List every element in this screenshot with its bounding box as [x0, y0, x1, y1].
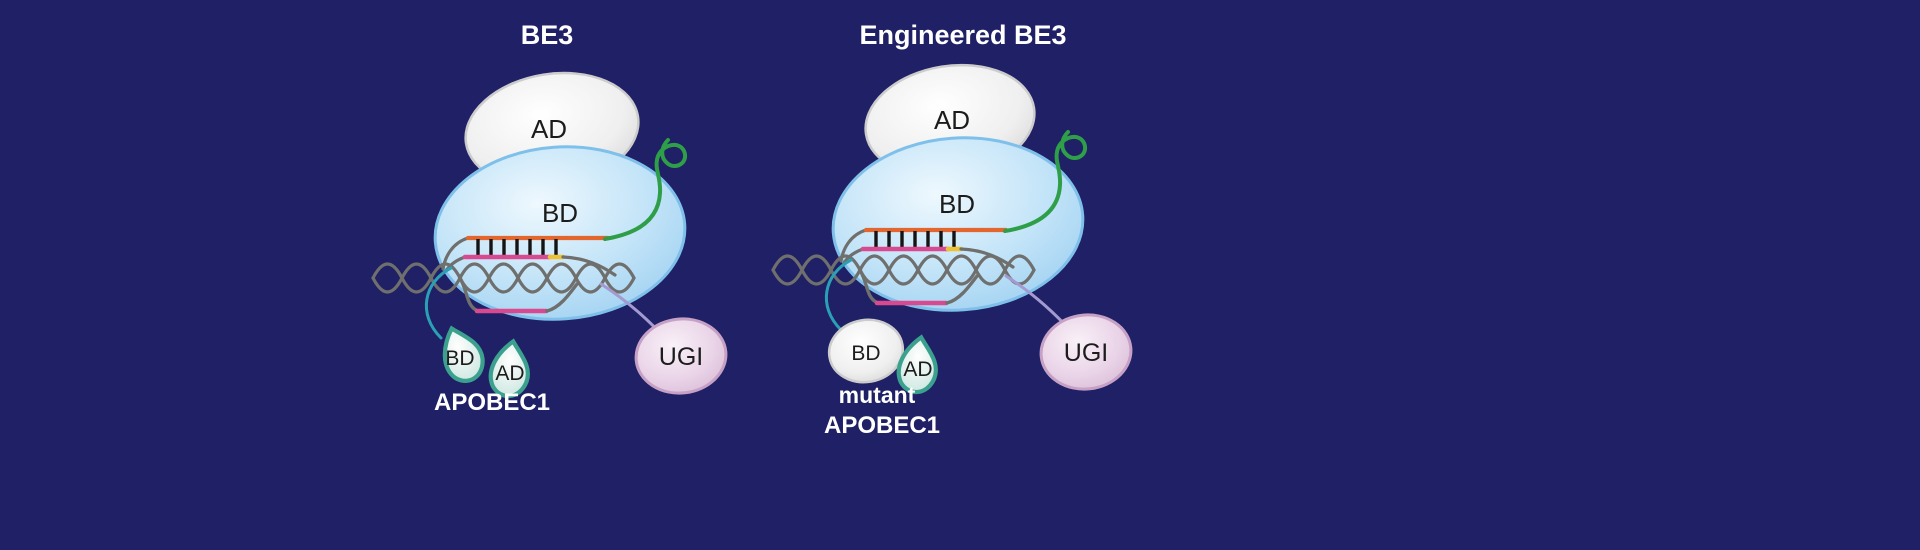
mutant-label-line2: APOBEC1: [824, 412, 940, 439]
apobec1-linker-line: [424, 266, 453, 340]
mutant-bd-label: BD: [851, 342, 880, 365]
rna-dna-hybrid-ticks: [476, 239, 558, 255]
ugi-blob: [1039, 313, 1133, 391]
ugi-label: UGI: [659, 343, 703, 371]
apobec1-linker-line: [824, 258, 853, 332]
dna-helix-strand-1: [371, 262, 636, 294]
target-strand-left-connector: [441, 236, 470, 271]
bd-domain-blob: [831, 136, 1085, 312]
ugi-blob: [634, 317, 728, 395]
be3-diagram: BE3 AD BD BD AD APOBEC1 UGI: [371, 20, 728, 416]
apobec1-ad-label: AD: [903, 358, 932, 381]
title-be3: BE3: [521, 20, 574, 50]
dna-helix-strand-1: [771, 254, 1036, 286]
sgrna-scaffold-line: [1003, 130, 1088, 233]
ugi-label: UGI: [1064, 339, 1108, 367]
displaced-strand-left-arm: [858, 268, 878, 304]
ad-domain-label: AD: [531, 114, 567, 144]
apobec1-bd-label: BD: [445, 347, 474, 370]
apobec1-ad-label: AD: [495, 362, 524, 385]
hybrid-strand-right-connector: [959, 247, 1015, 269]
rna-dna-hybrid-ticks: [874, 231, 956, 247]
ad-domain-label: AD: [934, 105, 970, 135]
displaced-strand-right-arm: [545, 282, 579, 313]
title-engineered-be3: Engineered BE3: [859, 20, 1066, 50]
hybrid-strand-right-connector: [561, 255, 617, 277]
engineered-be3-diagram: Engineered BE3 AD BD BD AD mutant APOBEC…: [771, 20, 1133, 439]
bd-domain-label: BD: [939, 189, 975, 219]
apobec1-name-label: APOBEC1: [434, 389, 550, 416]
mutant-bd-ellipse: [827, 318, 905, 384]
mutant-label-line1: mutant: [839, 382, 916, 408]
displaced-strand-left-arm: [458, 276, 478, 312]
hybrid-strand-left-connector: [842, 247, 865, 265]
target-strand-left-connector: [839, 228, 868, 263]
displaced-strand-right-arm: [945, 274, 979, 305]
bd-domain-blob: [433, 145, 687, 321]
bd-domain-label: BD: [542, 198, 578, 228]
sgrna-scaffold-line: [603, 138, 688, 241]
